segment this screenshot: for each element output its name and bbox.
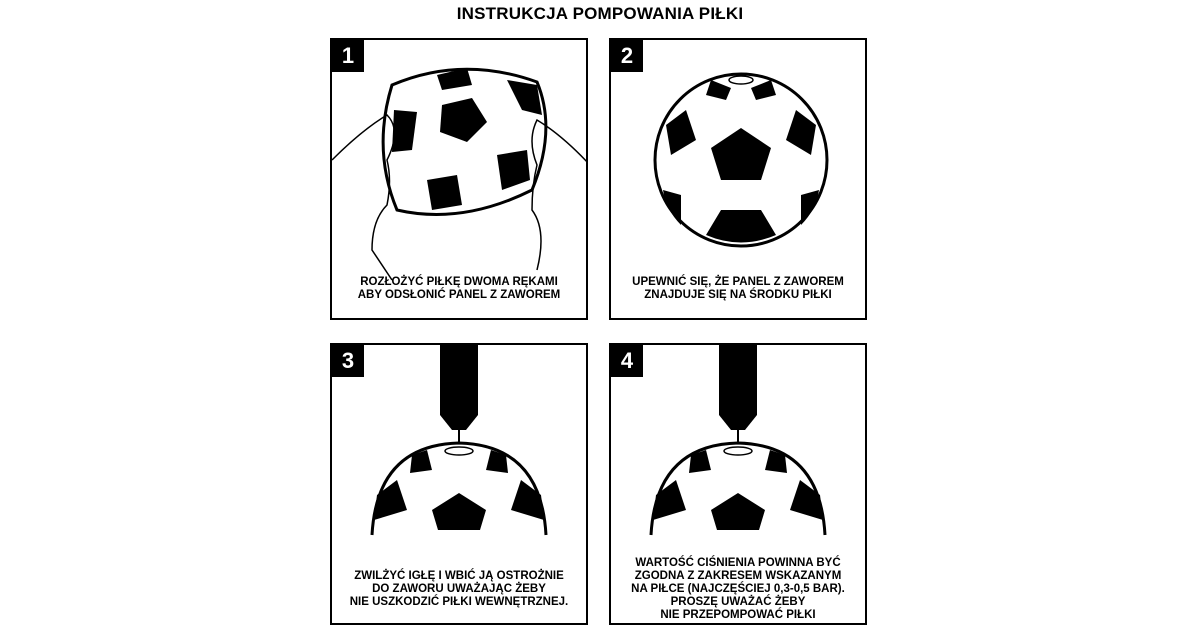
step-number-badge: 1: [332, 40, 364, 72]
soccer-ball-illustration: [653, 72, 829, 248]
step-3-caption: ZWILŻYĆ IGŁĘ I WBIĆ JĄ OSTROŻNIE DO ZAWO…: [349, 570, 569, 608]
step-2-panel: 2 UPEWNIĆ SIĘ, ŻE PANEL Z ZAWOREM ZNAJDU…: [609, 38, 867, 320]
pump-needle-into-ball-illustration: [649, 345, 827, 536]
step-4-caption: WARTOŚĆ CIŚNIENIA POWINNA BYĆ ZGODNA Z Z…: [631, 557, 845, 621]
pump-needle-into-ball-illustration: [370, 345, 548, 536]
step-3-panel: 3 ZWILŻYĆ IGŁĘ I WBIĆ JĄ OSTROŻNIE DO ZA…: [330, 343, 588, 625]
step-number-badge: 2: [611, 40, 643, 72]
page-title: INSTRUKCJA POMPOWANIA PIŁKI: [456, 4, 744, 23]
step-number-badge: 3: [332, 345, 364, 377]
step-4-panel: 4 WARTOŚĆ CIŚNIENIA POWINNA BYĆ ZGODNA Z…: [609, 343, 867, 625]
step-1-panel: 1 ROZŁOŻYĆ PIŁKĘ DWOMA RĘKAMI ABY ODSŁON…: [330, 38, 588, 320]
step-number-badge: 4: [611, 345, 643, 377]
deflated-ball-in-hands-illustration: [332, 67, 586, 281]
step-2-caption: UPEWNIĆ SIĘ, ŻE PANEL Z ZAWOREM ZNAJDUJE…: [632, 276, 844, 301]
step-1-caption: ROZŁOŻYĆ PIŁKĘ DWOMA RĘKAMI ABY ODSŁONIĆ…: [357, 276, 561, 301]
